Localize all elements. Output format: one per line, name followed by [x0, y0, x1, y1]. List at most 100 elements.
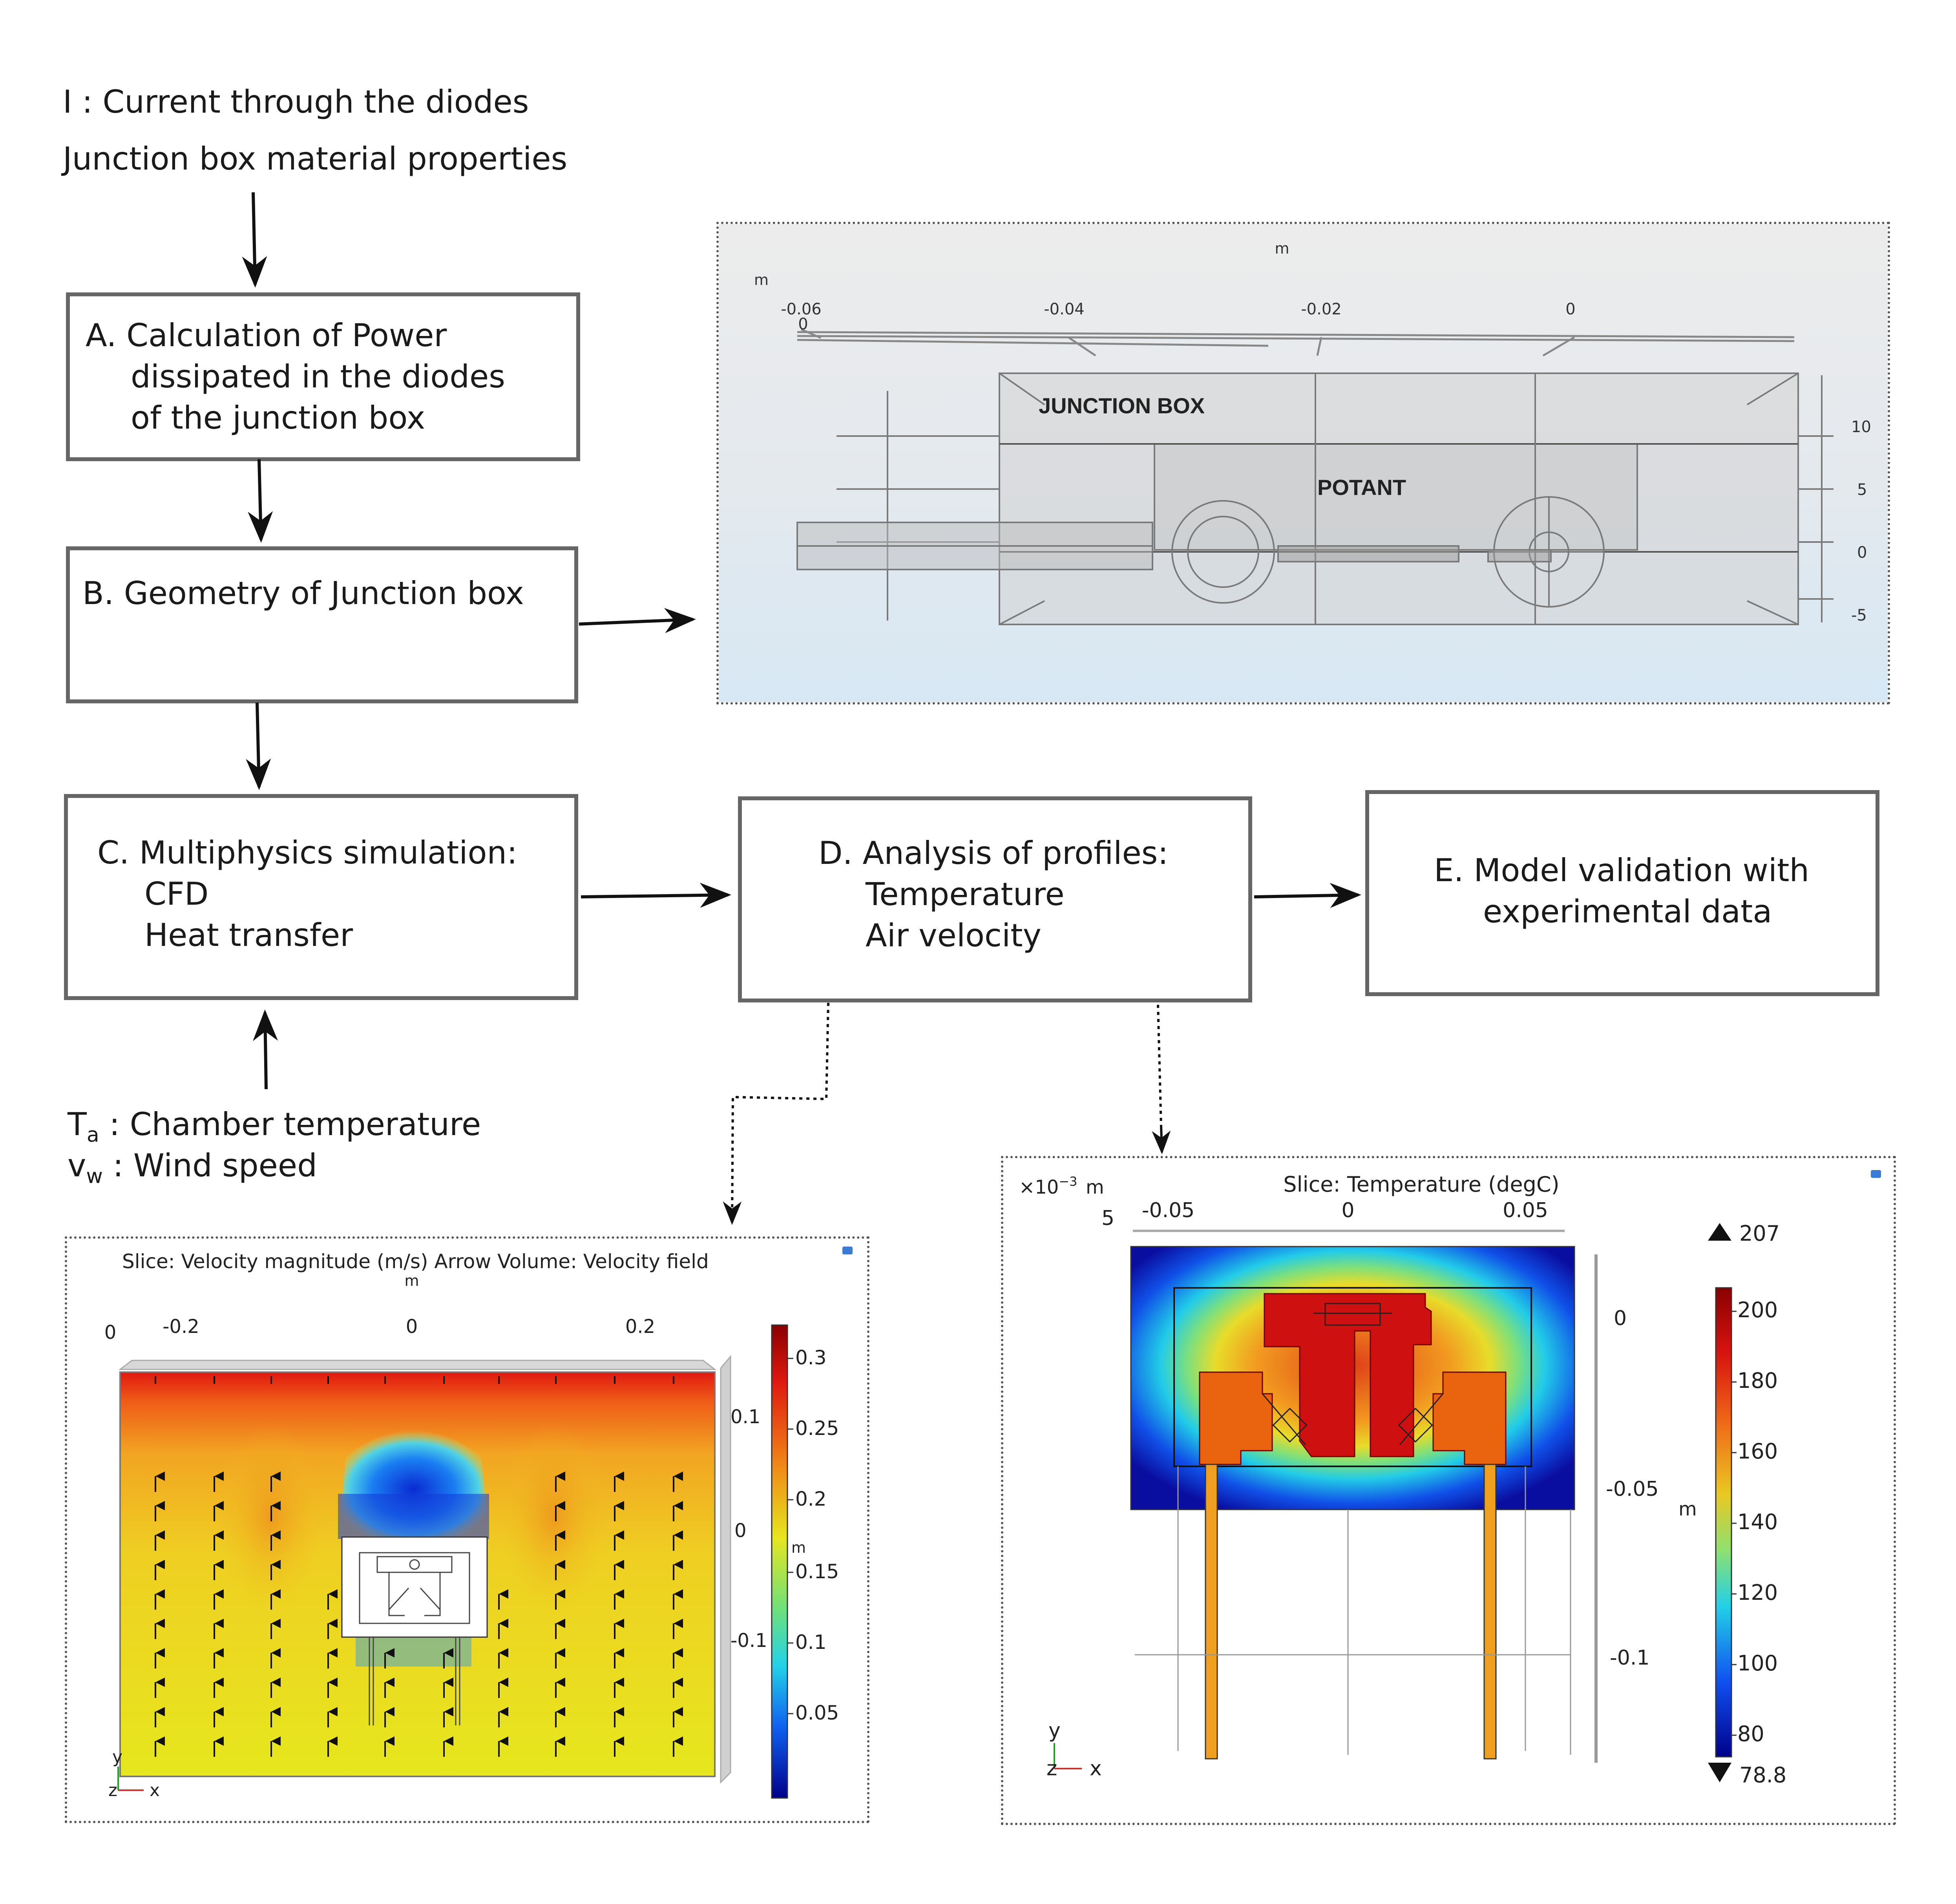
temperature-axis-y: y — [1048, 1719, 1061, 1742]
temperature-x-tick-3: 0.05 — [1503, 1199, 1548, 1222]
input-chamber-temperature: Ta : Chamber temperature — [68, 1105, 481, 1155]
box-c-line3: Heat transfer — [144, 917, 353, 953]
velocity-left-zero: 0 — [104, 1322, 117, 1344]
velocity-plot: Slice: Velocity magnitude (m/s) Arrow Vo… — [104, 1247, 853, 1800]
geometry-x-tick-1: -0.06 — [781, 300, 822, 318]
box-d-analysis: D. Analysis of profiles: Temperature Air… — [738, 796, 1252, 1002]
vw-text: : Wind speed — [113, 1147, 317, 1184]
arrow-a-to-b — [248, 459, 273, 543]
velocity-y-tick-3: -0.1 — [731, 1630, 767, 1652]
velocity-y-unit: m — [791, 1539, 806, 1556]
temperature-panel-corner-icon — [1871, 1170, 1881, 1178]
box-e-line2: experimental data — [1483, 893, 1772, 930]
temperature-plot: ×10−3 m Slice: Temperature (degC) 5 -0.0… — [1019, 1170, 1881, 1787]
box-d-line1: D. Analysis of profiles: — [818, 835, 1169, 871]
arrow-d-to-e — [1254, 883, 1361, 908]
velocity-axis-triad: y z x — [108, 1747, 160, 1800]
velocity-panel: Slice: Velocity magnitude (m/s) Arrow Vo… — [65, 1236, 869, 1823]
temperature-y-tick-2: -0.05 — [1606, 1477, 1659, 1501]
geometry-unit-top: m — [1275, 240, 1289, 257]
temperature-min-label: 78.8 — [1739, 1763, 1786, 1787]
arrow-c-to-d — [581, 882, 731, 908]
input-current-label: I : Current through the diodes — [63, 84, 529, 120]
temperature-colorbar-tick-2: 180 — [1737, 1368, 1778, 1393]
temperature-axis-triad: y z x — [1046, 1719, 1102, 1780]
geometry-view: m m -0.06 -0.04 -0.02 0 0 10 5 0 -5 JUNC… — [719, 224, 1888, 702]
arrow-ambient-to-c — [253, 1010, 278, 1090]
box-c-line2: CFD — [144, 876, 209, 912]
temperature-colorbar-tick-4: 140 — [1737, 1510, 1778, 1534]
velocity-unit-top: m — [404, 1272, 419, 1289]
box-d-line3: Air velocity — [866, 917, 1041, 954]
temperature-y-tick-1: 0 — [1614, 1307, 1627, 1330]
geometry-right-tick-1: 10 — [1851, 418, 1871, 436]
temperature-colorbar-tick-3: 160 — [1737, 1439, 1778, 1464]
geometry-x-tick-3: -0.02 — [1301, 300, 1342, 318]
ta-symbol: T — [68, 1106, 87, 1143]
ta-subscript: a — [86, 1123, 99, 1147]
arrow-b-to-geometry — [579, 608, 696, 633]
velocity-x-tick-1: -0.2 — [163, 1316, 199, 1338]
input-wind-speed: vw : Wind speed — [68, 1146, 317, 1196]
box-a-power-calculation: A. Calculation of Power dissipated in th… — [66, 292, 580, 461]
temperature-unit-top: m — [1086, 1176, 1104, 1198]
box-a-line3: of the junction box — [131, 400, 426, 436]
temperature-min-marker — [1708, 1763, 1731, 1782]
velocity-colorbar-tick-1: 0.3 — [795, 1346, 827, 1369]
box-a-line2: dissipated in the diodes — [131, 358, 505, 395]
velocity-axis-z: z — [108, 1780, 117, 1800]
temperature-scale-prefix: ×10−3 — [1019, 1174, 1077, 1198]
velocity-colorbar-tick-5: 0.1 — [795, 1631, 827, 1654]
arrow-b-to-c — [246, 702, 271, 790]
velocity-colorbar-tick-4: 0.15 — [795, 1560, 839, 1583]
geometry-right-tick-2: 5 — [1857, 481, 1867, 499]
box-e-line1: E. Model validation with — [1434, 852, 1810, 889]
dotted-arrow-d-to-velocity — [723, 1002, 829, 1225]
temperature-colorbar-tick-7: 80 — [1737, 1721, 1764, 1746]
velocity-colorbar-tick-3: 0.2 — [795, 1488, 827, 1510]
velocity-x-tick-3: 0.2 — [625, 1316, 655, 1338]
geometry-label-junction-box: JUNCTION BOX — [1039, 393, 1205, 418]
ta-text: : Chamber temperature — [109, 1106, 481, 1143]
input-material-label: Junction box material properties — [63, 141, 568, 177]
velocity-axis-y: y — [112, 1747, 122, 1767]
box-b-geometry: B. Geometry of Junction box — [66, 546, 578, 703]
velocity-y-tick-2: 0 — [734, 1520, 747, 1542]
temperature-x-tick-2: 0 — [1341, 1199, 1354, 1222]
geometry-panel: m m -0.06 -0.04 -0.02 0 0 10 5 0 -5 JUNC… — [716, 222, 1890, 705]
temperature-max-label: 207 — [1739, 1221, 1780, 1246]
geometry-label-potant: POTANT — [1317, 475, 1406, 500]
temperature-axis-x: x — [1090, 1757, 1102, 1780]
vw-symbol: v — [68, 1147, 86, 1184]
velocity-x-tick-2: 0 — [406, 1316, 418, 1338]
vw-subscript: w — [86, 1165, 103, 1188]
geometry-x-tick-4: 0 — [1565, 300, 1575, 318]
box-a-line1: A. Calculation of Power — [86, 317, 447, 354]
geometry-zero-label: 0 — [798, 315, 808, 333]
velocity-y-tick-1: 0.1 — [731, 1406, 760, 1428]
velocity-axis-x: x — [150, 1780, 160, 1800]
velocity-colorbar-tick-6: 0.05 — [795, 1701, 839, 1724]
box-e-validation: E. Model validation with experimental da… — [1365, 790, 1879, 996]
geometry-right-tick-3: 0 — [1857, 544, 1867, 562]
temperature-colorbar-tick-6: 100 — [1737, 1651, 1778, 1676]
temperature-colorbar-tick-1: 200 — [1737, 1298, 1778, 1322]
temperature-max-marker — [1708, 1223, 1731, 1241]
geometry-right-tick-4: -5 — [1851, 606, 1867, 624]
velocity-title: Slice: Velocity magnitude (m/s) Arrow Vo… — [122, 1250, 709, 1273]
dotted-line-d-to-temperature — [1157, 1004, 1162, 1127]
box-c-multiphysics: C. Multiphysics simulation: CFD Heat tra… — [64, 794, 578, 1000]
temperature-x-tick-1: -0.05 — [1142, 1199, 1195, 1222]
geometry-x-tick-2: -0.04 — [1044, 300, 1085, 318]
arrow-inputs-to-a — [242, 192, 267, 288]
velocity-colorbar-tick-2: 0.25 — [795, 1417, 839, 1440]
box-d-line2: Temperature — [866, 876, 1065, 913]
temperature-panel: ×10−3 m Slice: Temperature (degC) 5 -0.0… — [1001, 1156, 1896, 1825]
temperature-y-tick-3: -0.1 — [1610, 1646, 1649, 1670]
temperature-y-unit: m — [1678, 1498, 1697, 1520]
temperature-left-five: 5 — [1101, 1207, 1114, 1230]
temperature-title: Slice: Temperature (degC) — [1283, 1172, 1559, 1197]
geometry-unit-left: m — [754, 271, 769, 288]
